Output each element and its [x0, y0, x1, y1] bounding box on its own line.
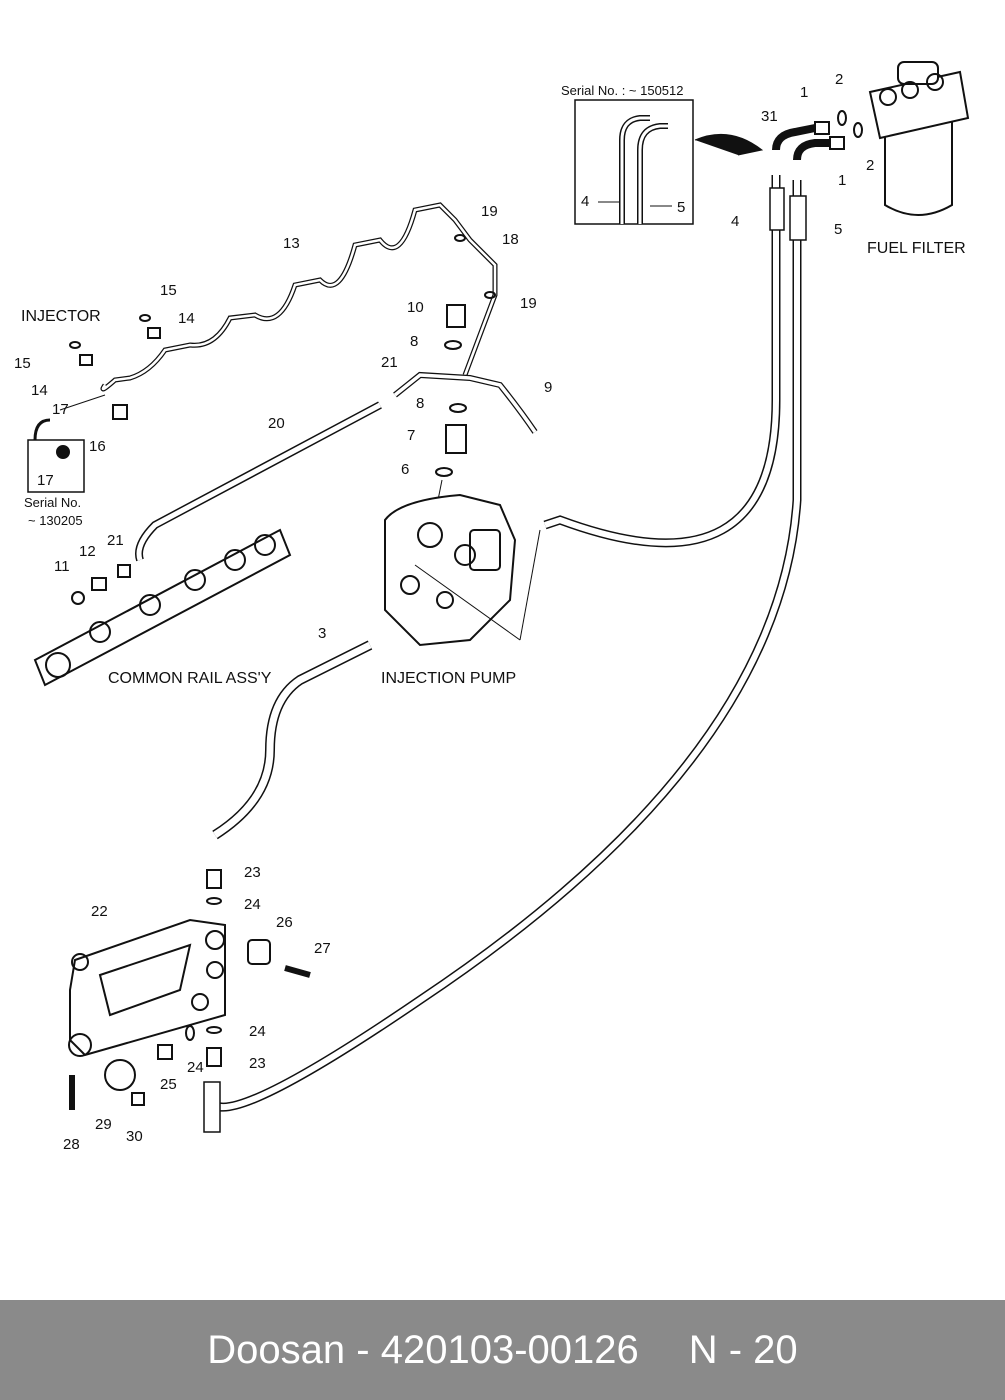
fuel-filter-drawing: [868, 61, 970, 216]
callout-2: 2: [835, 71, 843, 88]
callout-14: 14: [31, 382, 48, 399]
page-footer: Doosan - 420103-00126 N - 20: [0, 1300, 1005, 1400]
common-rail-caption: COMMON RAIL ASS'Y: [108, 670, 272, 687]
injector-caption: INJECTOR: [21, 308, 101, 325]
callout-21: 21: [381, 354, 398, 371]
callout-25: 25: [160, 1076, 177, 1093]
callout-24: 24: [249, 1023, 266, 1040]
callout-21: 21: [107, 532, 124, 549]
callout-29: 29: [95, 1116, 112, 1133]
callout-9: 9: [544, 379, 552, 396]
callout-5: 5: [834, 221, 842, 238]
injection-pump-caption: INJECTION PUMP: [381, 670, 516, 687]
callout-16: 16: [89, 438, 106, 455]
callout-24: 24: [187, 1059, 204, 1076]
callout-10: 10: [407, 299, 424, 316]
callout-23: 23: [249, 1055, 266, 1072]
callout-15: 15: [14, 355, 31, 372]
callout-1: 1: [838, 172, 846, 189]
callout-24: 24: [244, 896, 261, 913]
footer-part-number: Doosan - 420103-00126: [207, 1327, 639, 1372]
callout-4: 4: [731, 213, 739, 230]
callout-23: 23: [244, 864, 261, 881]
callout-11: 11: [54, 558, 70, 575]
callout-18: 18: [502, 231, 519, 248]
callout-31: 31: [761, 108, 778, 125]
callout-7: 7: [407, 427, 415, 444]
callout-3: 3: [318, 625, 326, 642]
common-rail-drawing: [33, 528, 292, 687]
injector-serial-label: Serial No.: [24, 495, 81, 510]
callout-8: 8: [416, 395, 424, 412]
callout-12: 12: [79, 543, 96, 560]
callout-26: 26: [276, 914, 293, 931]
injector-serial-inset: [27, 439, 85, 493]
callout-19: 19: [481, 203, 498, 220]
callout-17: 17: [52, 401, 69, 418]
injection-pump-drawing: [384, 493, 541, 647]
callout-6: 6: [401, 461, 409, 478]
fuel-system-parts-diagram: INJECTOR FUEL FILTER COMMON RAIL ASS'Y I…: [14, 61, 970, 1153]
callout-1: 1: [800, 84, 808, 101]
callout-27: 27: [314, 940, 331, 957]
callout-15: 15: [160, 282, 177, 299]
callout-13: 13: [283, 235, 300, 252]
callout-5-inset: 5: [677, 199, 685, 216]
callout-19: 19: [520, 295, 537, 312]
callout-4-inset: 4: [581, 193, 589, 210]
injector-serial-value: ~ 130205: [28, 513, 83, 528]
callout-22: 22: [91, 903, 108, 920]
callout-30: 30: [126, 1128, 143, 1145]
fuel-filter-caption: FUEL FILTER: [867, 240, 966, 257]
footer-page-number: N - 20: [688, 1327, 798, 1372]
callout-8: 8: [410, 333, 418, 350]
hose-serial-inset: [574, 99, 694, 225]
hose-serial-note: Serial No. : ~ 150512: [561, 83, 684, 98]
bracket-drawing: [68, 918, 226, 1057]
callout-14: 14: [178, 310, 195, 327]
callout-2: 2: [866, 157, 874, 174]
callout-17-inset: 17: [37, 472, 54, 489]
callout-20: 20: [268, 415, 285, 432]
callout-28: 28: [63, 1136, 80, 1153]
